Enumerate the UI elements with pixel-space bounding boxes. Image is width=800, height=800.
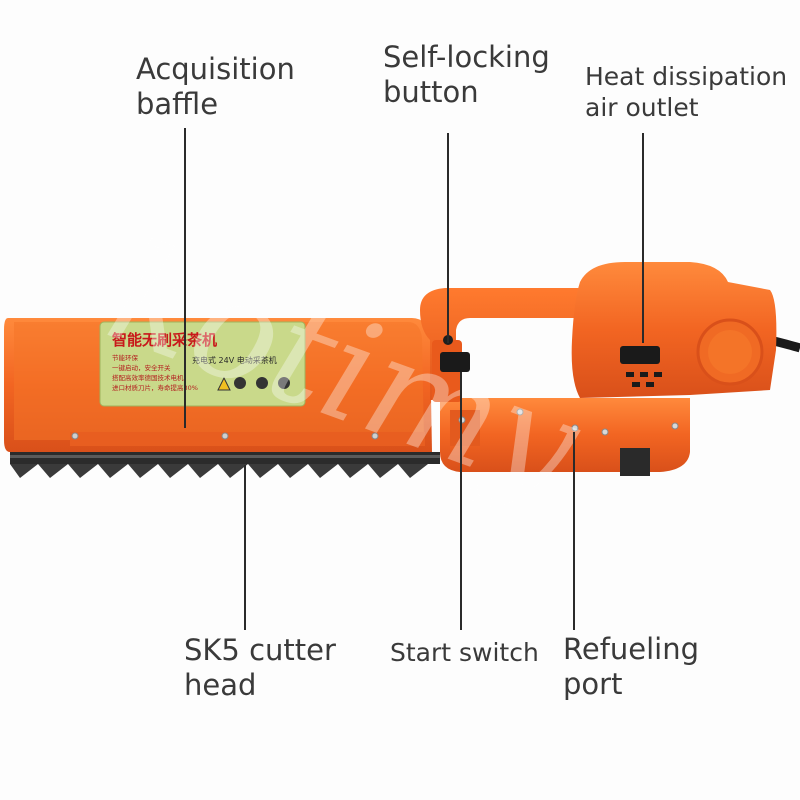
panel-subtitle: 充电式 24V 电动采茶机 [192,355,277,365]
motor-housing [571,262,777,398]
leader-line [460,372,462,630]
callout-start-switch: Start switch [390,638,539,667]
callout-refueling-port: Refueling port [563,632,700,702]
panel-note: 节能环保 [112,353,139,362]
panel-note: 搭配高效率德国技术电机 [112,373,184,382]
heat-dissipation-vents [620,346,662,387]
gearbox-base [440,398,690,476]
watermark: kotimy [90,212,600,531]
callout-acquisition-baffle: Acquisition baffle [136,52,295,122]
panel-title: 智能无刷采茶机 [112,331,217,349]
leader-line [447,133,449,343]
baffle-screws [71,432,379,440]
callout-sk5-cutter-head: SK5 cutter head [184,633,336,703]
start-switch-trigger [440,352,470,372]
leader-line [184,128,186,428]
sk5-cutter-blade [10,452,440,478]
panel-icons [217,376,290,391]
product-panel [99,321,306,407]
leader-line [244,465,246,630]
leader-line [642,133,644,343]
panel-note: 进口材质刀片，寿命提高30% [112,383,198,392]
panel-note: 一键启动，安全开关 [112,363,171,372]
leader-line [573,432,575,630]
callout-self-locking-button: Self-locking button [383,40,550,110]
callout-heat-dissipation: Heat dissipation air outlet [585,62,788,122]
